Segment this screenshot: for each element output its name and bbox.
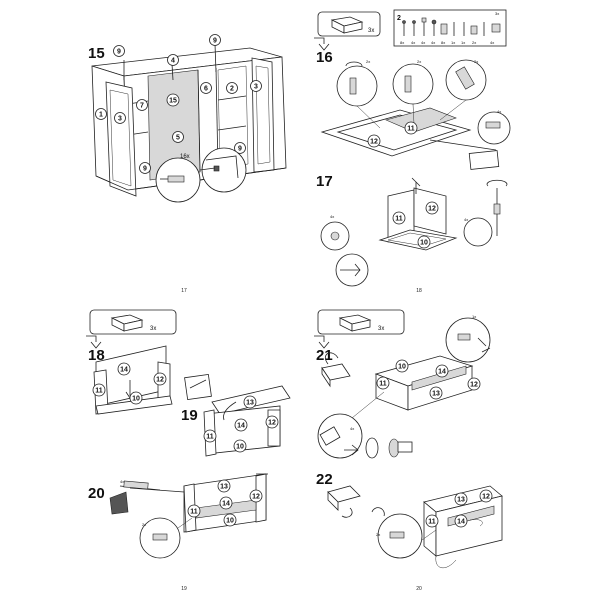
svg-text:4x: 4x (330, 214, 334, 219)
svg-text:4x: 4x (490, 40, 494, 45)
svg-text:6: 6 (204, 86, 208, 93)
svg-text:1x: 1x (461, 40, 465, 45)
page-19: 3x 18 14 12 11 10 19 13 14 11 12 10 (86, 309, 291, 592)
step21-assembly: 1x 4x (317, 314, 491, 459)
drawer-panels-flat (320, 99, 500, 170)
svg-text:13: 13 (220, 484, 228, 491)
arrow-down-icon (314, 37, 330, 51)
svg-text:3x: 3x (495, 11, 499, 16)
svg-text:11: 11 (428, 519, 436, 526)
svg-text:11: 11 (379, 381, 387, 388)
sideboard-illustration (91, 43, 287, 197)
svg-text:9: 9 (143, 166, 147, 173)
svg-text:2x: 2x (417, 59, 421, 64)
hinge-detail: 16x (155, 147, 247, 203)
svg-text:3x: 3x (368, 28, 374, 34)
svg-text:3x: 3x (378, 326, 384, 332)
svg-text:18: 18 (88, 347, 105, 364)
svg-text:14: 14 (222, 501, 230, 508)
svg-text:11: 11 (190, 509, 198, 516)
svg-text:4x: 4x (464, 217, 468, 222)
step-number: 15 (88, 45, 105, 62)
page-number: 17 (181, 288, 187, 294)
svg-text:9: 9 (117, 49, 121, 56)
svg-text:1x: 1x (472, 314, 476, 319)
svg-text:4x: 4x (350, 426, 354, 431)
svg-text:1: 1 (99, 112, 103, 119)
svg-text:10: 10 (236, 444, 244, 451)
svg-text:16x: 16x (180, 154, 190, 160)
svg-text:5: 5 (176, 135, 180, 142)
svg-text:9: 9 (213, 38, 217, 45)
step22-assembly: 2x (327, 485, 503, 568)
svg-text:4x: 4x (497, 109, 501, 114)
svg-text:4x: 4x (431, 40, 435, 45)
svg-text:15: 15 (169, 98, 177, 105)
arrow-down-icon (314, 335, 330, 349)
svg-text:12: 12 (370, 139, 378, 146)
svg-text:12: 12 (268, 420, 276, 427)
svg-text:14: 14 (457, 519, 465, 526)
page-number: 19 (181, 586, 187, 592)
step20-assembly: 4x 2x (109, 473, 268, 559)
arrow-down-icon (86, 335, 102, 349)
page-18: 3x 2 3x 8x 4x 4x 4x 8x 1x 1x 2x 4x (314, 9, 511, 294)
svg-text:2x: 2x (376, 532, 380, 537)
svg-text:20: 20 (88, 485, 105, 502)
svg-text:1x: 1x (451, 40, 455, 45)
parts-quantities: 8x 4x 4x 4x 8x 1x 1x 2x 4x (400, 40, 494, 45)
svg-text:12: 12 (428, 206, 436, 213)
svg-text:3: 3 (254, 84, 258, 91)
svg-text:4x: 4x (120, 479, 124, 484)
svg-text:4: 4 (171, 58, 175, 65)
svg-text:21: 21 (316, 347, 333, 364)
step17-assembly: 4x 4x (320, 177, 508, 287)
svg-text:12: 12 (156, 377, 164, 384)
svg-text:11: 11 (395, 216, 403, 223)
step16-details: 2x 2x 2x 4x (336, 59, 511, 145)
page-number: 18 (416, 288, 422, 294)
svg-text:3: 3 (118, 116, 122, 123)
page-number: 20 (416, 586, 422, 592)
svg-text:19: 19 (181, 407, 198, 424)
svg-text:14: 14 (237, 423, 245, 430)
fasteners (402, 17, 501, 36)
svg-text:4x: 4x (421, 40, 425, 45)
svg-text:2x: 2x (474, 59, 478, 64)
svg-text:14: 14 (438, 369, 446, 376)
svg-text:2x: 2x (366, 59, 370, 64)
svg-text:11: 11 (95, 388, 103, 395)
svg-text:12: 12 (482, 494, 490, 501)
svg-text:12: 12 (252, 494, 260, 501)
svg-text:2: 2 (397, 15, 401, 22)
svg-text:8x: 8x (441, 40, 445, 45)
page-20: 3x 21 1x 4x 10 14 11 13 (314, 309, 503, 592)
svg-text:2x: 2x (472, 40, 476, 45)
svg-text:14: 14 (120, 367, 128, 374)
svg-text:11: 11 (407, 126, 415, 133)
svg-text:2: 2 (230, 86, 234, 93)
parts-box (393, 9, 507, 47)
svg-text:4x: 4x (411, 40, 415, 45)
svg-text:12: 12 (470, 382, 478, 389)
svg-text:10: 10 (398, 364, 406, 371)
svg-text:10: 10 (420, 240, 428, 247)
svg-text:13: 13 (432, 391, 440, 398)
svg-text:13: 13 (246, 400, 254, 407)
svg-text:13: 13 (457, 497, 465, 504)
svg-text:7: 7 (140, 103, 144, 110)
svg-text:9: 9 (238, 146, 242, 153)
svg-text:2x: 2x (142, 522, 146, 527)
svg-text:22: 22 (316, 471, 333, 488)
svg-text:16: 16 (316, 49, 333, 66)
svg-text:10: 10 (132, 396, 140, 403)
svg-text:17: 17 (316, 173, 333, 190)
page-17: 15 (88, 34, 287, 294)
svg-text:8x: 8x (400, 40, 404, 45)
part-callouts: 9 9 4 7 3 3 15 6 2 1 5 9 9 (95, 34, 262, 174)
svg-text:10: 10 (226, 518, 234, 525)
svg-text:3x: 3x (150, 326, 156, 332)
svg-text:11: 11 (206, 434, 214, 441)
